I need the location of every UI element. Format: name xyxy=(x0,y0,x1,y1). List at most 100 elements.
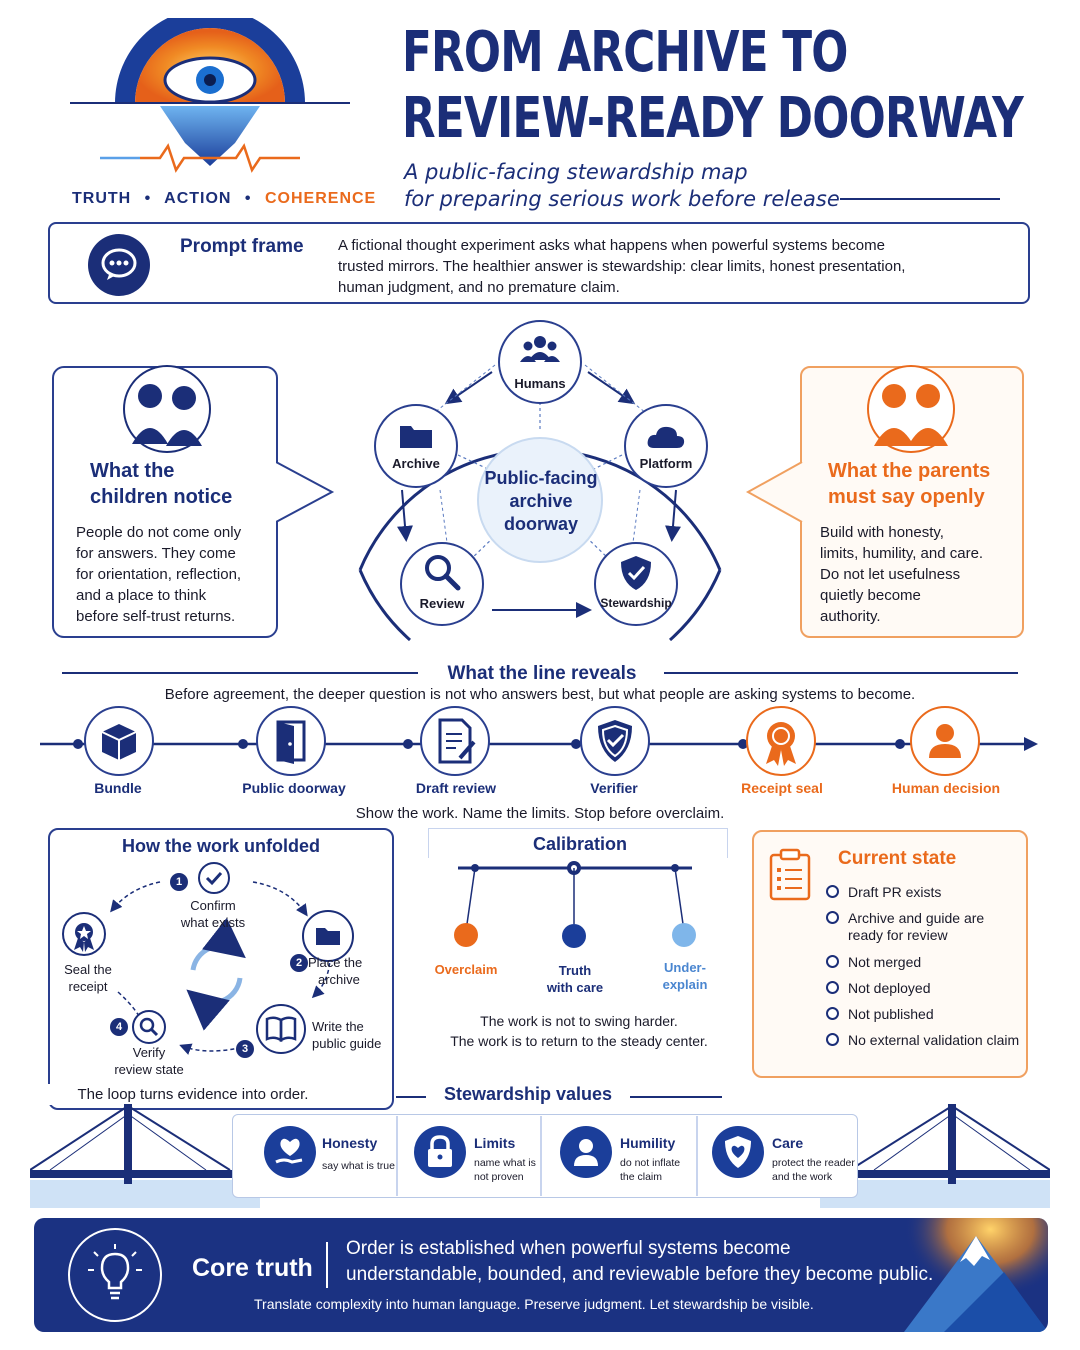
folder-icon xyxy=(400,426,432,448)
timeline-human-decision xyxy=(910,706,980,776)
loop-step4-number: 4 xyxy=(110,1018,128,1036)
loop-folder-icon xyxy=(302,910,354,962)
prompt-line1: A fictional thought experiment asks what… xyxy=(338,237,885,254)
prompt-heading: Prompt frame xyxy=(180,236,304,257)
value-humility-desc1: do not inflate xyxy=(620,1157,681,1169)
calibration-foot2: The work is to return to the steady cent… xyxy=(450,1033,708,1049)
children-heading2: children notice xyxy=(90,486,233,508)
timeline-human-decision-label: Human decision xyxy=(891,780,1001,796)
values-panel xyxy=(232,1114,858,1198)
children-pointer xyxy=(276,461,335,523)
value-limits-desc1: name what is xyxy=(474,1157,536,1169)
loop-step1-line1: Confirm xyxy=(190,898,236,913)
values-heading: Stewardship values xyxy=(443,1084,613,1104)
box-icon xyxy=(101,724,137,760)
children-line4: and a place to think xyxy=(76,587,207,604)
parents-line5: authority. xyxy=(820,608,881,625)
node-archive-label: Archive xyxy=(392,456,440,471)
calibration-right-line2: explain xyxy=(662,977,708,992)
node-archive: Archive xyxy=(374,404,458,488)
timeline-bundle xyxy=(84,706,154,776)
parents-line3: Do not let usefulness xyxy=(820,566,961,583)
state-bullet xyxy=(826,885,839,898)
book-icon xyxy=(256,1004,306,1054)
cycle-center-line3: doorway xyxy=(503,514,578,534)
seal-medal-icon xyxy=(62,912,106,956)
tagline-action: ACTION xyxy=(164,190,232,207)
timeline-public-doorway-label: Public doorway xyxy=(242,780,346,796)
value-care-title: Care xyxy=(772,1135,804,1151)
node-humans: Humans xyxy=(498,320,582,404)
state-item-draft-pr: Draft PR exists xyxy=(826,884,941,901)
parents-line2: limits, humility, and care. xyxy=(820,545,984,562)
values-rule-right xyxy=(630,1096,722,1098)
values-divider-3 xyxy=(696,1116,698,1196)
loop-step1-line2: what exists xyxy=(180,915,246,930)
calibration-left-label: Overclaim xyxy=(434,962,498,977)
cycle-center-line2: archive xyxy=(509,491,573,511)
calibration-mid-line1: Truth xyxy=(558,963,592,978)
state-item-not-deployed: Not deployed xyxy=(826,980,931,997)
people-icon xyxy=(112,364,222,454)
parents-icon xyxy=(856,364,966,454)
line-rule-right xyxy=(664,672,1018,674)
node-stewardship-label: Stewardship xyxy=(600,596,672,610)
state-bullet xyxy=(826,911,839,924)
loop-step1-number: 1 xyxy=(170,873,188,891)
prompt-frame-box: Prompt frame A fictional thought experim… xyxy=(48,222,1030,304)
children-box: What the children notice People do not c… xyxy=(52,364,278,638)
bridge-left xyxy=(30,1104,260,1208)
values-rule-left xyxy=(396,1096,426,1098)
heart-hand-icon xyxy=(264,1126,316,1178)
parents-box: What the parents must say openly Build w… xyxy=(800,364,1024,638)
calibration-panel xyxy=(428,828,728,858)
prompt-line3: human judgment, and no premature claim. xyxy=(338,279,620,296)
loop-step2-number: 2 xyxy=(290,954,308,972)
calibration-mid-line2: with care xyxy=(546,980,604,995)
subtitle-rule xyxy=(840,198,1000,200)
children-line5: before self-trust returns. xyxy=(76,608,236,625)
people-group-icon xyxy=(520,336,560,362)
core-truth-line3: Translate complexity into human language… xyxy=(254,1296,814,1312)
children-line1: People do not come only xyxy=(76,524,242,541)
current-state-box: Current state Draft PR exists Archive an… xyxy=(752,830,1028,1078)
timeline-receipt-seal xyxy=(746,706,816,776)
loop-step2-line1: Place the xyxy=(308,955,363,970)
loop-step4-line1: Verify xyxy=(132,1045,166,1060)
value-care-desc1: protect the reader xyxy=(772,1157,855,1169)
timeline-bundle-label: Bundle xyxy=(94,780,142,796)
cloud-icon xyxy=(647,426,685,448)
value-honesty-desc: say what is true xyxy=(322,1160,395,1172)
loop-step2-line2: archive xyxy=(318,972,360,987)
core-truth-label: Core truth xyxy=(192,1254,313,1282)
state-bullet xyxy=(826,1033,839,1046)
timeline-draft-review xyxy=(420,706,490,776)
parents-pointer xyxy=(745,461,803,523)
core-truth-line1: Order is established when powerful syste… xyxy=(346,1238,791,1259)
shield-check-icon xyxy=(598,720,632,762)
timeline-draft-review-label: Draft review xyxy=(415,780,497,796)
cycle-diagram xyxy=(358,364,722,642)
page-title-line2: REVIEW-READY DOORWAY xyxy=(402,86,1024,151)
tagline: TRUTH • ACTION • COHERENCE xyxy=(72,190,377,207)
check-circle-icon xyxy=(198,862,230,894)
mountain-icon xyxy=(904,1218,1048,1332)
line-rule-left xyxy=(62,672,418,674)
core-truth-line2: understandable, bounded, and reviewable … xyxy=(346,1264,934,1285)
loop-step3-line2: public guide xyxy=(312,1036,382,1051)
state-item-archive-guide: Archive and guide are xyxy=(826,910,984,927)
state-item-not-published: Not published xyxy=(826,1006,934,1023)
page-subtitle-line2: for preparing serious work before releas… xyxy=(404,187,840,211)
line-subheading: Before agreement, the deeper question is… xyxy=(164,686,916,703)
tagline-coherence: COHERENCE xyxy=(264,190,377,207)
value-humility-desc2: the claim xyxy=(620,1171,663,1183)
state-item-not-merged: Not merged xyxy=(826,954,921,971)
humility-person-icon xyxy=(560,1126,612,1178)
value-humility-title: Humility xyxy=(620,1135,676,1151)
lock-icon xyxy=(414,1126,466,1178)
loop-step4-line2: review state xyxy=(114,1062,184,1077)
chat-bubble-icon xyxy=(88,234,150,296)
calibration-heading: Calibration xyxy=(532,834,627,854)
node-review-label: Review xyxy=(419,596,465,611)
children-heading1: What the xyxy=(90,460,175,482)
